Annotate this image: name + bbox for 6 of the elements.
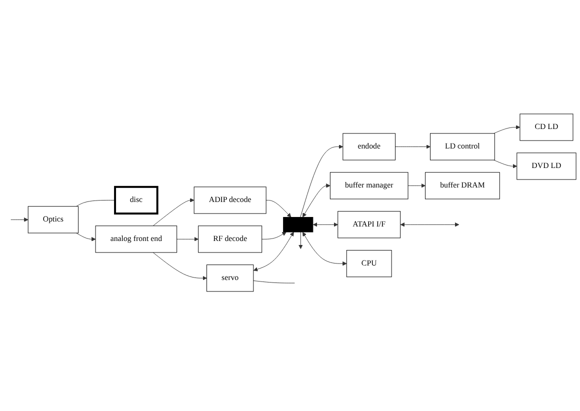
arrow [302, 184, 330, 218]
arrow [312, 222, 338, 228]
connector-line [76, 200, 116, 208]
bus-bar [283, 217, 314, 233]
connector-line [253, 280, 295, 284]
arrow [400, 222, 460, 228]
